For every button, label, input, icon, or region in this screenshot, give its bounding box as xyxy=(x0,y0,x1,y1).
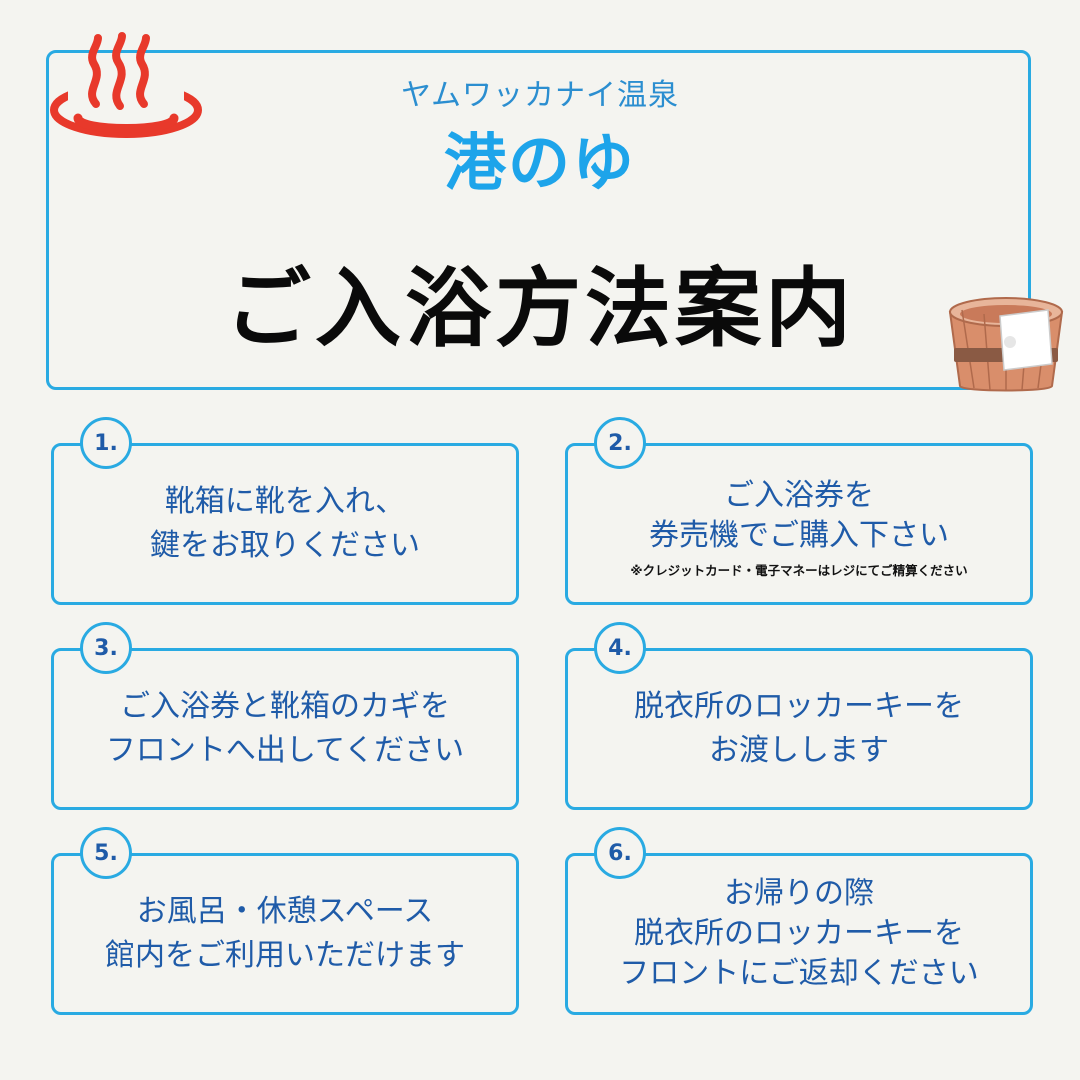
step-1-badge: 1. xyxy=(80,417,132,469)
facility-name: 港のゆ xyxy=(443,126,636,199)
step-2-card: ご入浴券を 券売機でご購入下さい ※クレジットカード・電子マネーはレジにてご精算… xyxy=(565,443,1033,605)
step-3-line-2: フロントへ出してください xyxy=(105,733,465,768)
step-5-badge: 5. xyxy=(80,827,132,879)
onsen-subtitle: ヤムワッカナイ温泉 xyxy=(400,78,680,113)
step-6-line-2: 脱衣所のロッカーキーを xyxy=(634,916,964,951)
header-panel xyxy=(46,50,1031,390)
hot-spring-icon xyxy=(50,32,202,138)
step-6-card: お帰りの際 脱衣所のロッカーキーを フロントにご返却ください xyxy=(565,853,1033,1015)
wooden-bucket-icon xyxy=(948,297,1064,392)
step-3-badge: 3. xyxy=(80,622,132,674)
step-2-payment-note: ※クレジットカード・電子マネーはレジにてご精算ください xyxy=(630,563,968,578)
step-3-card: ご入浴券と靴箱のカギを フロントへ出してください xyxy=(51,648,519,810)
step-4-card: 脱衣所のロッカーキーを お渡しします xyxy=(565,648,1033,810)
step-4-line-1: 脱衣所のロッカーキーを xyxy=(634,689,964,724)
step-4-badge: 4. xyxy=(594,622,646,674)
step-2-line-1: ご入浴券を xyxy=(724,478,874,513)
step-5-line-2: 館内をご利用いただけます xyxy=(105,938,465,973)
step-1-line-2: 鍵をお取りください xyxy=(150,528,420,563)
step-1-card: 靴箱に靴を入れ、 鍵をお取りください xyxy=(51,443,519,605)
step-1-line-1: 靴箱に靴を入れ、 xyxy=(164,484,406,519)
step-3-line-1: ご入浴券と靴箱のカギを xyxy=(120,689,450,724)
step-5-card: お風呂・休憩スペース 館内をご利用いただけます xyxy=(51,853,519,1015)
page-title: ご入浴方法案内 xyxy=(225,259,855,359)
step-2-line-2: 券売機でご購入下さい xyxy=(649,518,949,553)
step-6-line-3: フロントにご返却ください xyxy=(619,956,979,991)
step-4-line-2: お渡しします xyxy=(709,733,889,768)
step-6-line-1: お帰りの際 xyxy=(724,876,874,911)
step-2-badge: 2. xyxy=(594,417,646,469)
step-5-line-1: お風呂・休憩スペース xyxy=(136,894,434,929)
step-6-badge: 6. xyxy=(594,827,646,879)
